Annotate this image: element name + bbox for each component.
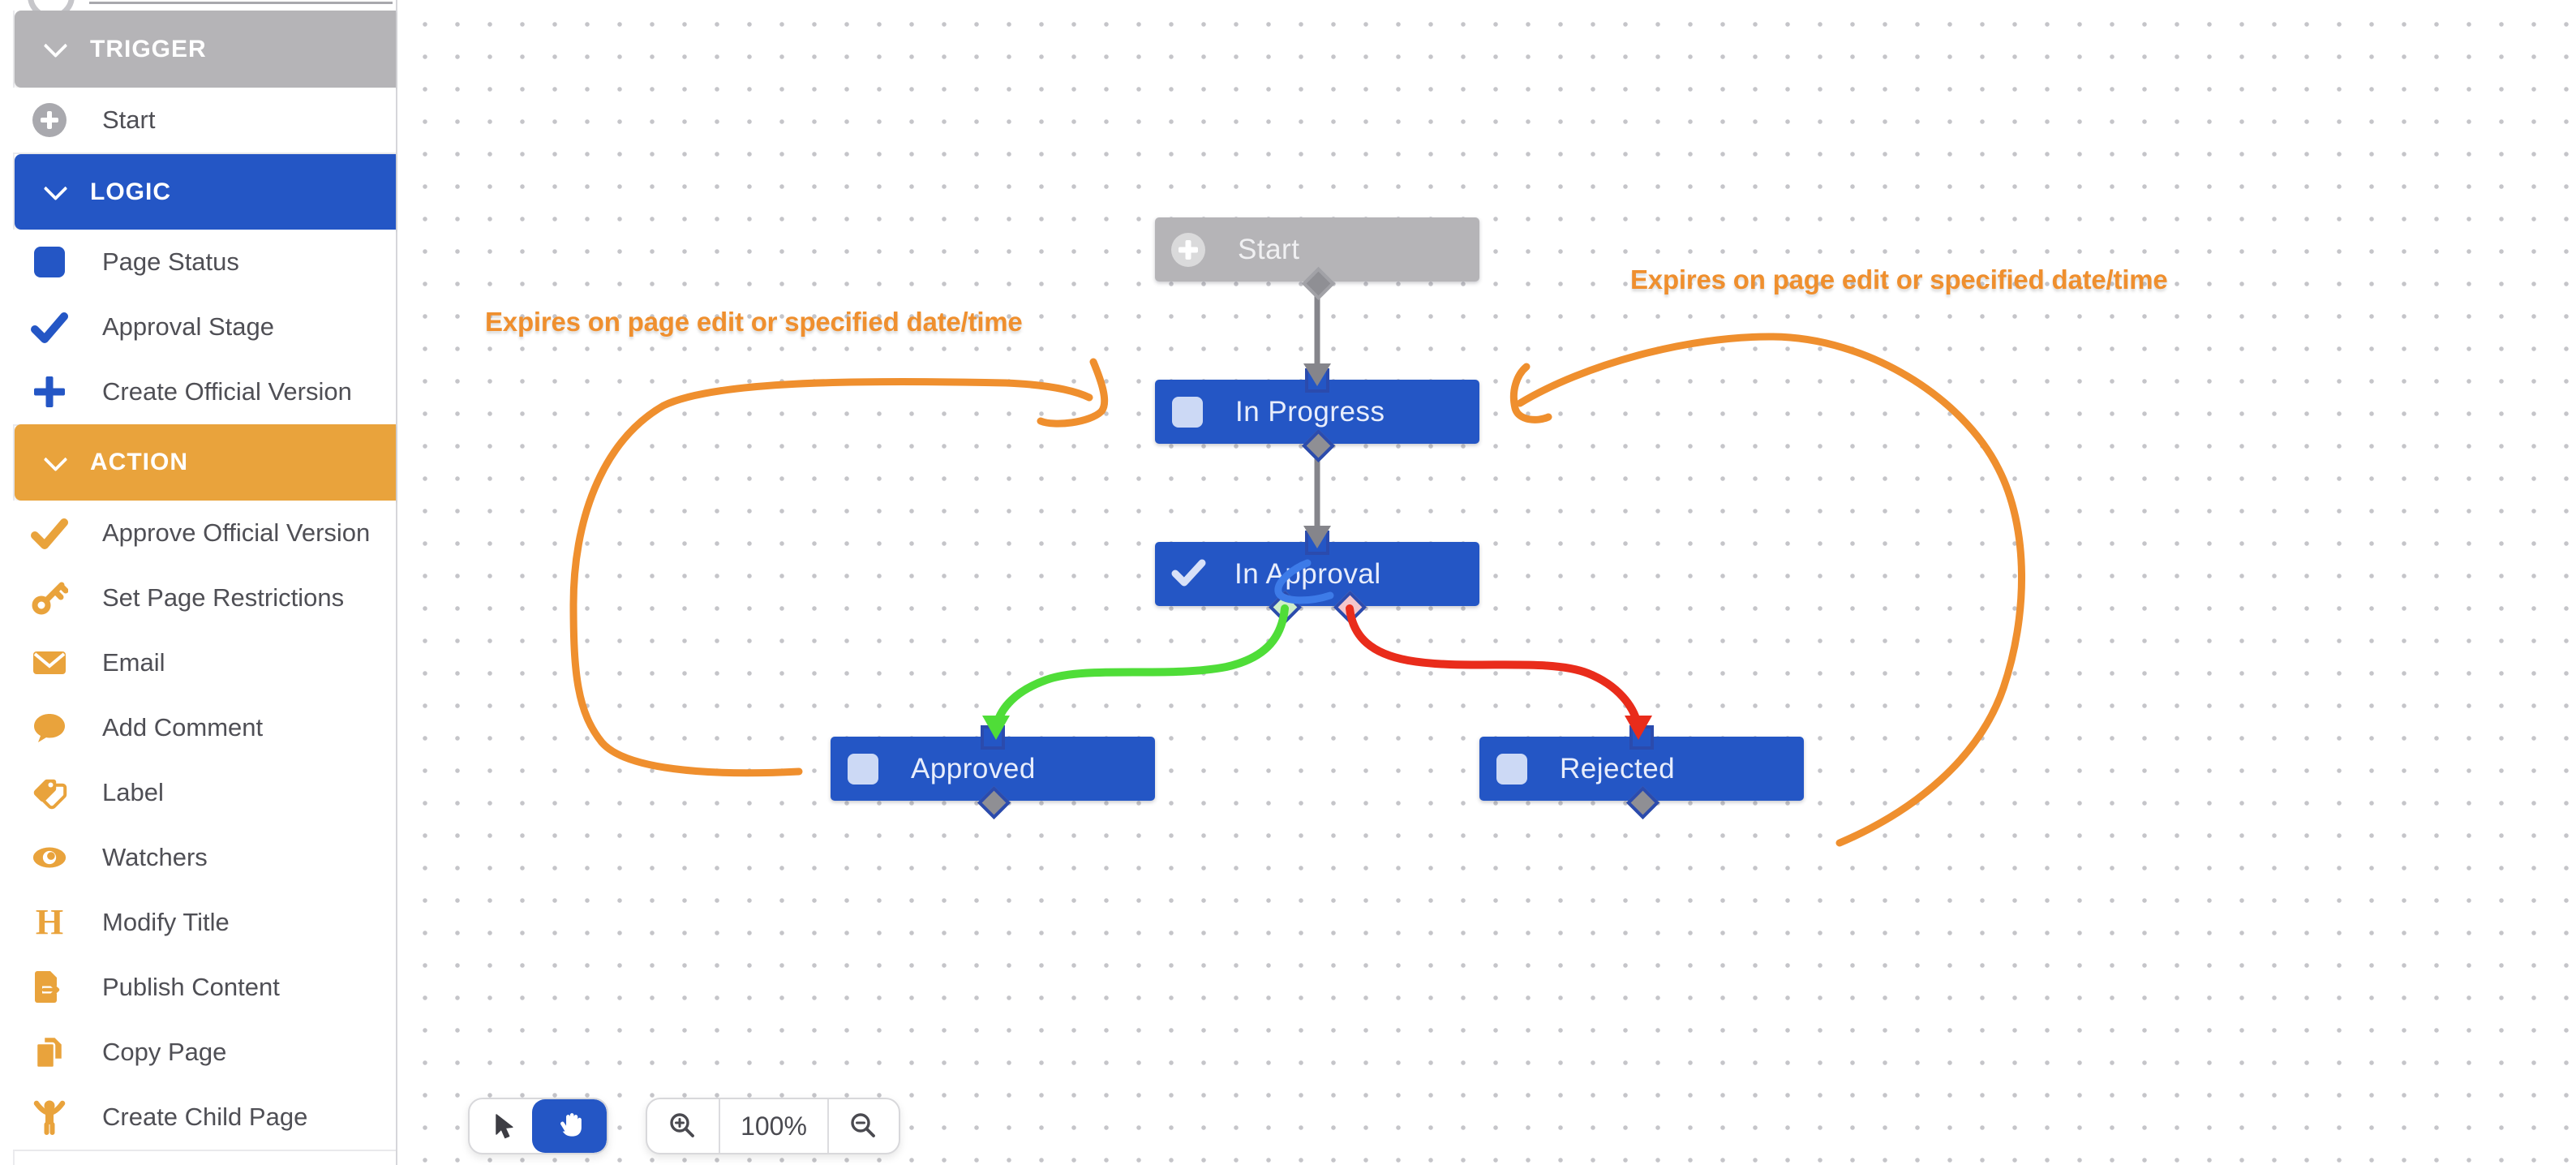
zoom-control-group: 100%	[646, 1098, 900, 1154]
zoom-out-icon	[851, 1113, 875, 1137]
partial-divider	[89, 2, 393, 4]
hand-icon	[560, 1113, 582, 1137]
section-label: ACTION	[90, 449, 188, 475]
select-tool-button[interactable]	[470, 1099, 532, 1153]
item-label: Create Official Version	[102, 377, 352, 406]
item-label: Add Comment	[102, 713, 264, 742]
item-label: Modify Title	[102, 908, 230, 936]
sidebar-item-watchers[interactable]: Watchers	[13, 825, 396, 892]
item-label: Watchers	[102, 843, 208, 871]
sidebar-item-page-status[interactable]: Page Status	[13, 230, 396, 296]
child-icon	[31, 1098, 68, 1136]
envelope-icon	[31, 644, 68, 681]
item-label: Label	[102, 778, 164, 806]
pan-tool-button[interactable]	[532, 1099, 607, 1153]
chevron-down-icon	[43, 33, 68, 58]
sidebar-item-start[interactable]: Start	[13, 88, 396, 154]
chevron-down-icon	[43, 447, 68, 471]
node-label: Rejected	[1560, 752, 1676, 785]
item-label: Page Status	[102, 247, 239, 276]
node-label: In Approval	[1234, 557, 1381, 590]
page-status-icon	[31, 243, 68, 281]
item-label: Publish Content	[102, 973, 280, 1001]
page-status-icon	[848, 753, 878, 785]
circle-plus-icon	[31, 101, 68, 139]
zoom-in-button[interactable]	[647, 1099, 719, 1153]
check-icon	[31, 308, 68, 346]
key-icon	[31, 579, 68, 617]
sidebar-item-approval-stage[interactable]: Approval Stage	[13, 294, 396, 361]
heading-icon: H	[35, 902, 64, 942]
workflow-canvas[interactable]	[396, 0, 2576, 1165]
sidebar-item-add-comment[interactable]: Add Comment	[13, 695, 396, 762]
page-status-icon	[1172, 396, 1203, 428]
sidebar-item-publish-content[interactable]: Publish Content	[13, 955, 396, 1021]
input-port-rejected[interactable]	[1629, 725, 1654, 750]
annotation-text-left[interactable]: Expires on page edit or specified date/t…	[485, 307, 1023, 337]
section-label: TRIGGER	[90, 35, 207, 62]
sidebar-item-copy-page[interactable]: Copy Page	[13, 1020, 396, 1086]
tool-mode-group	[468, 1098, 608, 1154]
chevron-down-icon	[43, 176, 68, 201]
section-header-trigger[interactable]: TRIGGER	[15, 11, 396, 88]
item-label: Approval Stage	[102, 312, 274, 341]
circle-plus-icon	[1171, 232, 1205, 267]
node-label: Approved	[911, 752, 1036, 785]
section-label: LOGIC	[90, 178, 171, 205]
scrolled-item-remnant	[0, 0, 396, 11]
zoom-level-display[interactable]: 100%	[719, 1099, 827, 1153]
node-label: In Progress	[1235, 395, 1385, 428]
sidebar-item-create-child-page[interactable]: Create Child Page	[13, 1085, 396, 1151]
palette-sidebar: TRIGGER Start LOGIC Page Status Approval…	[0, 0, 397, 1165]
plus-icon	[31, 373, 68, 411]
comment-icon	[31, 709, 68, 746]
item-label: Set Page Restrictions	[102, 583, 345, 612]
item-label: Copy Page	[102, 1038, 227, 1066]
sidebar-item-email[interactable]: Email	[13, 630, 396, 697]
publish-icon	[31, 969, 68, 1006]
cursor-icon	[495, 1114, 513, 1139]
sidebar-item-label[interactable]: Label	[13, 760, 396, 827]
zoom-in-icon	[670, 1113, 694, 1137]
copy-icon	[31, 1034, 68, 1071]
check-icon	[31, 514, 68, 552]
annotation-text-right[interactable]: Expires on page edit or specified date/t…	[1630, 264, 2168, 294]
page-status-icon	[1496, 753, 1527, 785]
zoom-level-value: 100%	[741, 1111, 807, 1141]
input-port-approved[interactable]	[981, 725, 1005, 750]
item-label: Start	[102, 105, 156, 134]
eye-icon	[31, 839, 68, 876]
item-label: Approve Official Version	[102, 518, 371, 547]
sidebar-item-modify-title[interactable]: H Modify Title	[13, 890, 396, 957]
input-port-in-approval[interactable]	[1305, 531, 1329, 555]
sidebar-item-create-official-version[interactable]: Create Official Version	[13, 359, 396, 426]
tag-icon	[31, 774, 68, 811]
check-icon	[1170, 553, 1207, 595]
node-label: Start	[1238, 233, 1300, 265]
sidebar-item-set-page-restrictions[interactable]: Set Page Restrictions	[13, 565, 396, 632]
section-header-logic[interactable]: LOGIC	[15, 154, 396, 230]
input-port-in-progress[interactable]	[1305, 368, 1329, 393]
item-label: Email	[102, 648, 165, 677]
partial-circle-icon	[28, 0, 75, 11]
zoom-out-button[interactable]	[827, 1099, 899, 1153]
section-header-action[interactable]: ACTION	[15, 424, 396, 501]
item-label: Create Child Page	[102, 1103, 308, 1131]
sidebar-item-approve-official-version[interactable]: Approve Official Version	[13, 501, 396, 567]
